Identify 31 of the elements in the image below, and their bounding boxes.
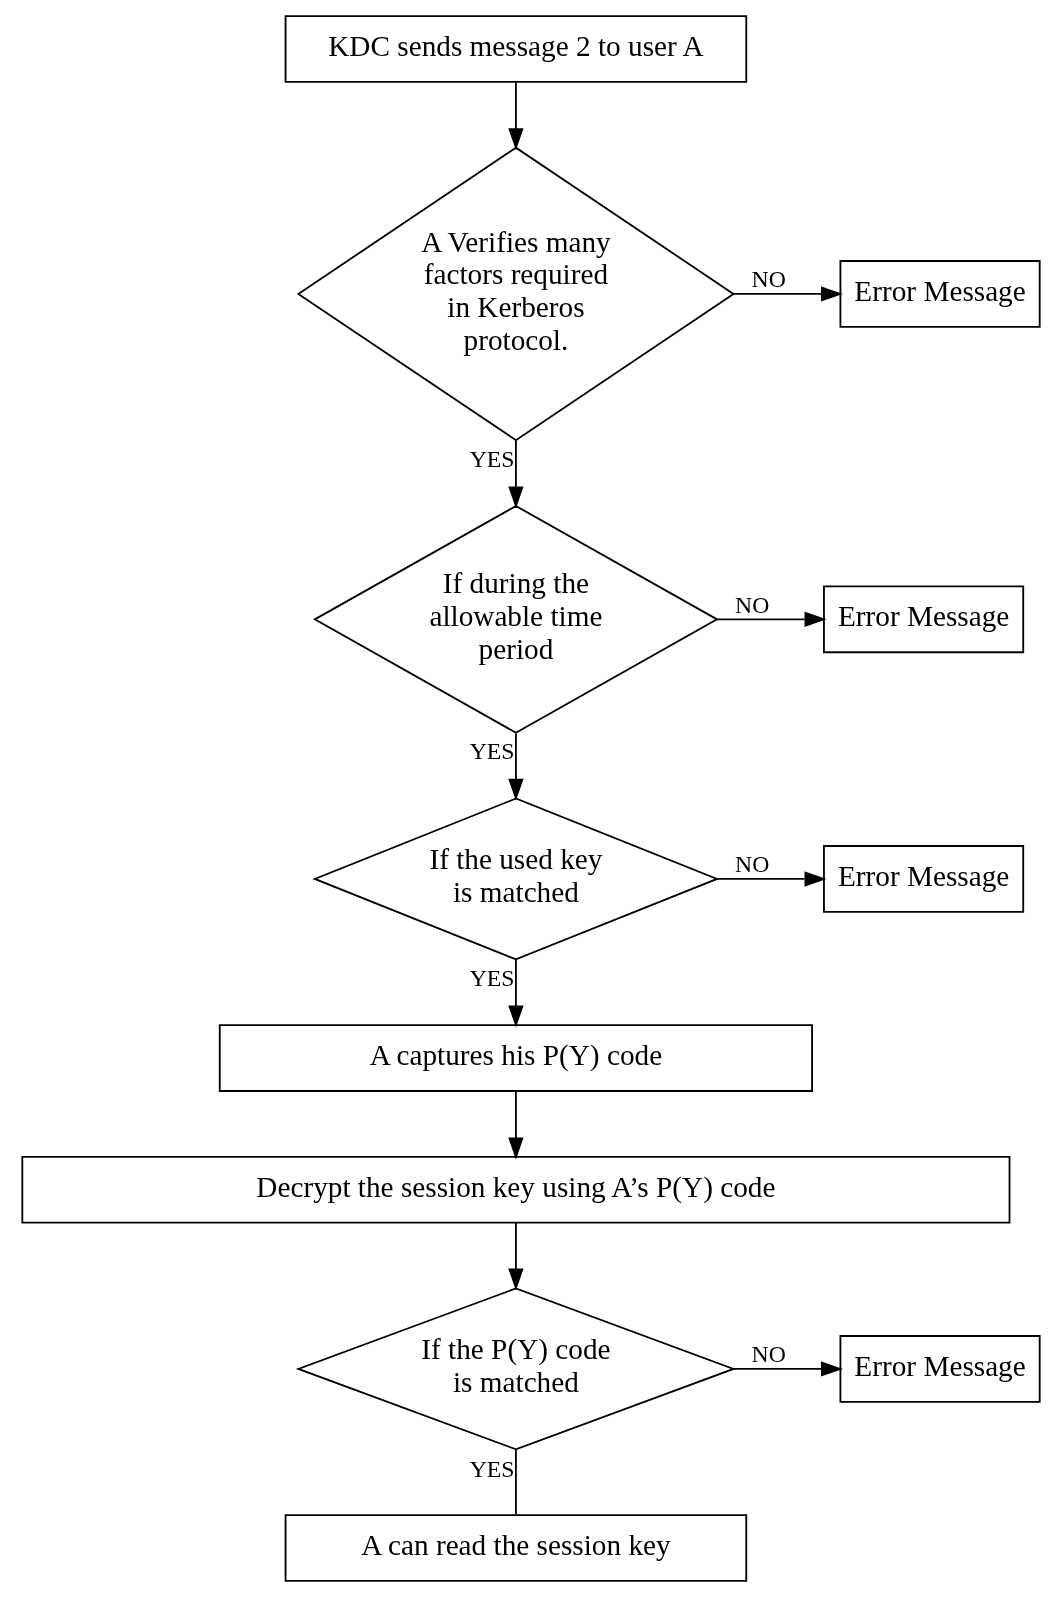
arrow — [508, 81, 524, 151]
node-box: Error Message — [823, 585, 1025, 654]
node-diamond: If the P(Y) code is matched — [295, 1287, 737, 1451]
arrow — [508, 958, 524, 1028]
arrow — [508, 439, 524, 509]
arrow — [508, 1222, 524, 1291]
node-box: Error Message — [823, 845, 1025, 913]
node-box: KDC sends message 2 to user A — [284, 15, 748, 83]
node-diamond: A Verifies many factors required in Kerberos protocol. — [296, 146, 736, 442]
edge-label: YES — [469, 738, 515, 765]
node-box: Error Message — [839, 260, 1041, 328]
node-box: Decrypt the session key using A’s P(Y) code — [21, 1155, 1011, 1224]
edge-label: YES — [469, 1456, 515, 1483]
node-box: A can read the session key — [284, 1514, 748, 1582]
node-diamond: If the used key is matched — [312, 797, 720, 961]
node-box: Error Message — [839, 1335, 1041, 1403]
edge-label: YES — [469, 964, 515, 991]
edge-label: NO — [751, 266, 786, 293]
node-diamond: If during the allowable time period — [312, 504, 719, 734]
connector — [515, 1448, 517, 1516]
arrow — [732, 286, 843, 302]
node-box: A captures his P(Y) code — [218, 1024, 813, 1092]
arrow — [716, 611, 827, 628]
arrow — [508, 732, 524, 801]
arrow — [732, 1361, 843, 1377]
edge-label: NO — [735, 851, 770, 878]
edge-label: YES — [469, 445, 515, 472]
arrow — [508, 1090, 524, 1160]
edge-label: NO — [735, 591, 770, 618]
arrow — [716, 871, 827, 887]
edge-label: NO — [751, 1341, 786, 1368]
